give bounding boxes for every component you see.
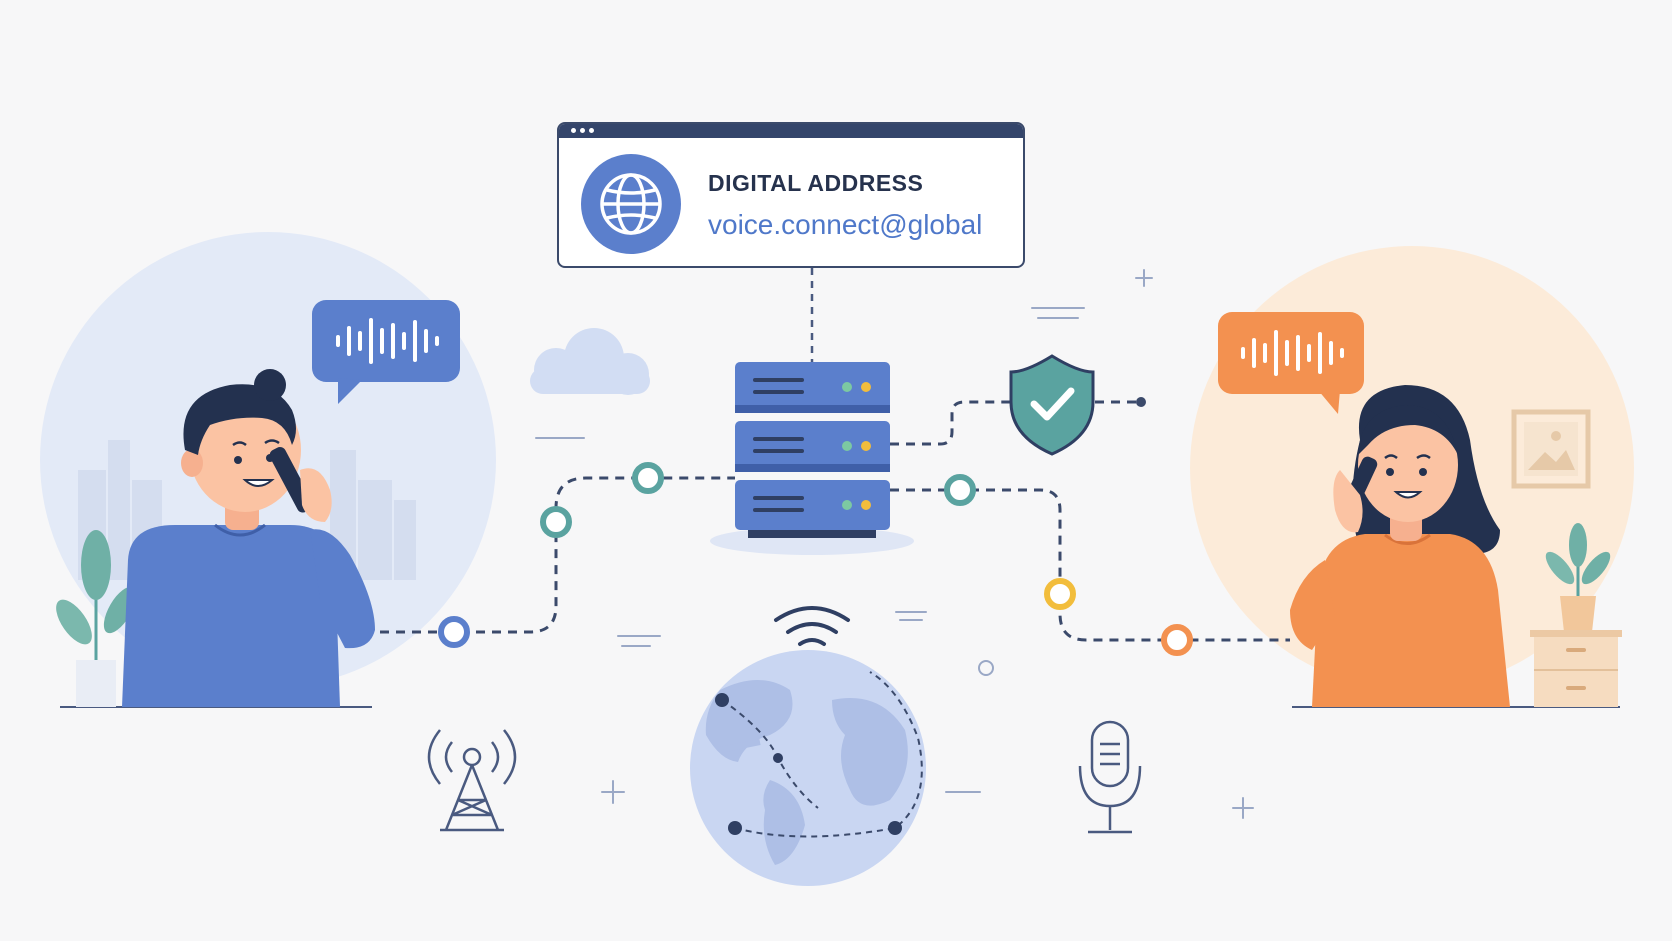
man-caller xyxy=(122,369,375,707)
window-dot xyxy=(580,128,585,133)
right-plant-icon xyxy=(1545,523,1611,632)
window-dot xyxy=(571,128,576,133)
radio-tower-icon xyxy=(427,729,517,832)
picture-frame-icon xyxy=(1511,409,1591,489)
shield-check-icon xyxy=(1009,354,1095,456)
card-title-bar xyxy=(559,124,1023,138)
wifi-signal-icon xyxy=(774,606,850,646)
path-nodes xyxy=(438,462,1193,656)
sound-wave-icon xyxy=(1241,330,1344,376)
left-speech-bubble xyxy=(312,300,460,404)
digital-address-card: DIGITAL ADDRESS voice.connect@global xyxy=(557,122,1025,268)
decorative-marks xyxy=(535,269,1254,819)
world-globe-icon xyxy=(690,650,926,886)
woman-caller xyxy=(1290,385,1510,707)
left-plant-icon xyxy=(56,530,137,707)
globe-icon xyxy=(581,154,681,254)
sound-wave-icon xyxy=(336,318,439,364)
decorative-ring xyxy=(978,660,994,676)
network-paths xyxy=(380,400,1290,642)
path-endpoint xyxy=(1136,397,1146,407)
microphone-icon xyxy=(1078,720,1142,834)
card-title: DIGITAL ADDRESS xyxy=(708,170,924,196)
right-speech-bubble xyxy=(1218,312,1364,414)
cloud-icon xyxy=(530,328,650,395)
cabinet xyxy=(1530,630,1622,707)
server-icon xyxy=(710,362,914,555)
window-dot xyxy=(589,128,594,133)
digital-address-value: voice.connect@global xyxy=(708,209,983,240)
